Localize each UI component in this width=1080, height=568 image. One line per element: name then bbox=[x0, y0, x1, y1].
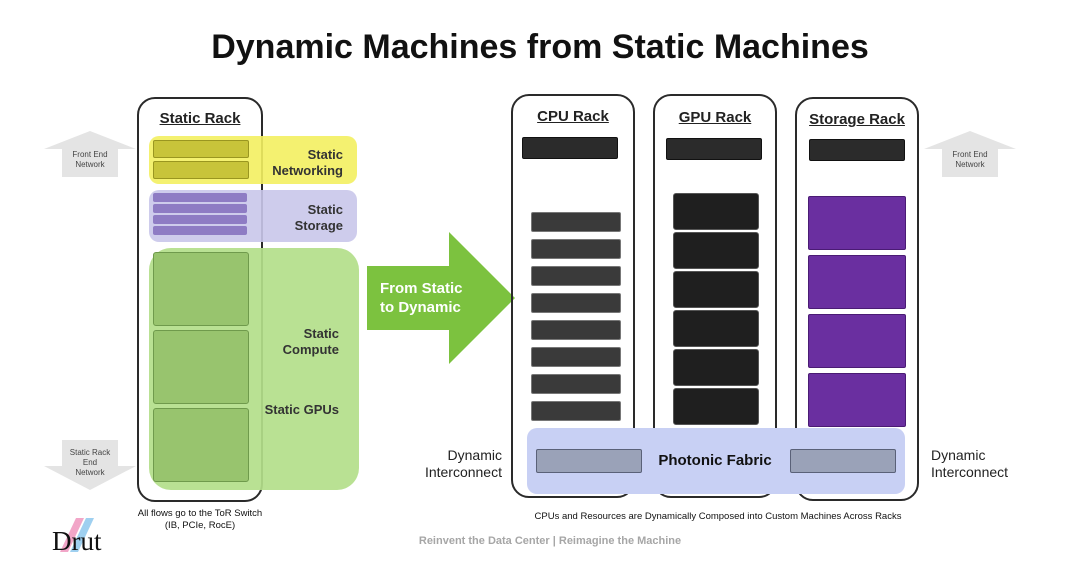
drut-logo-mark bbox=[60, 518, 94, 552]
gpu-rack bbox=[653, 94, 777, 498]
static-gpus-label: Static GPUs bbox=[264, 402, 339, 417]
cpu-rack bbox=[511, 94, 635, 498]
static-network-switch-1 bbox=[153, 140, 249, 158]
static-storage-unit-2 bbox=[153, 204, 247, 213]
static-storage-unit-3 bbox=[153, 215, 247, 224]
gpu-chassis-5 bbox=[673, 349, 759, 386]
front-end-network-arrow-up bbox=[44, 131, 136, 177]
storage-unit-1 bbox=[808, 196, 906, 250]
cpu-server-4 bbox=[531, 293, 621, 313]
drut-logo-text: Drut bbox=[52, 526, 102, 556]
page-title: Dynamic Machines from Static Machines bbox=[211, 28, 869, 66]
storage-unit-3 bbox=[808, 314, 906, 368]
storage-unit-4 bbox=[808, 373, 906, 427]
photonic-fabric-label: Photonic Fabric bbox=[658, 452, 772, 469]
storage-rack bbox=[795, 97, 919, 501]
static-network-switch-2 bbox=[153, 161, 249, 179]
cpu-server-1 bbox=[531, 212, 621, 232]
static-storage-unit-1 bbox=[153, 193, 247, 202]
gpu-rack-tor-switch bbox=[666, 138, 762, 160]
storage-unit-2 bbox=[808, 255, 906, 309]
photonic-fabric-switch-right bbox=[790, 449, 896, 473]
cpu-server-5 bbox=[531, 320, 621, 340]
footer-tagline: Reinvent the Data Center | Reimagine the… bbox=[418, 535, 682, 547]
back-end-network-arrow-down bbox=[44, 440, 136, 490]
cpu-rack-title: CPU Rack bbox=[537, 108, 609, 125]
cpu-rack-tor-switch bbox=[522, 137, 618, 159]
static-to-dynamic-arrow bbox=[367, 232, 515, 364]
gpu-chassis-4 bbox=[673, 310, 759, 347]
cpu-server-2 bbox=[531, 239, 621, 259]
static-rack-title: Static Rack bbox=[159, 110, 241, 127]
dynamic-composition-caption: CPUs and Resources are Dynamically Compo… bbox=[534, 511, 902, 522]
photonic-fabric-switch-left bbox=[536, 449, 642, 473]
static-storage-unit-4 bbox=[153, 226, 247, 235]
static-gpu-chassis-2 bbox=[153, 330, 249, 404]
static-rack-caption: All flows go to the ToR Switch(IB, PCIe,… bbox=[137, 508, 263, 531]
storage-rack-title: Storage Rack bbox=[809, 111, 905, 128]
storage-rack-tor-switch bbox=[809, 139, 905, 161]
static-gpu-chassis-3 bbox=[153, 408, 249, 482]
cpu-server-7 bbox=[531, 374, 621, 394]
cpu-server-3 bbox=[531, 266, 621, 286]
static-gpu-chassis-1 bbox=[153, 252, 249, 326]
gpu-rack-title: GPU Rack bbox=[678, 109, 752, 126]
cpu-server-6 bbox=[531, 347, 621, 367]
gpu-chassis-6 bbox=[673, 388, 759, 425]
cpu-server-8 bbox=[531, 401, 621, 421]
gpu-chassis-3 bbox=[673, 271, 759, 308]
gpu-chassis-2 bbox=[673, 232, 759, 269]
front-end-network-arrow-up-right bbox=[924, 131, 1016, 177]
gpu-chassis-1 bbox=[673, 193, 759, 230]
